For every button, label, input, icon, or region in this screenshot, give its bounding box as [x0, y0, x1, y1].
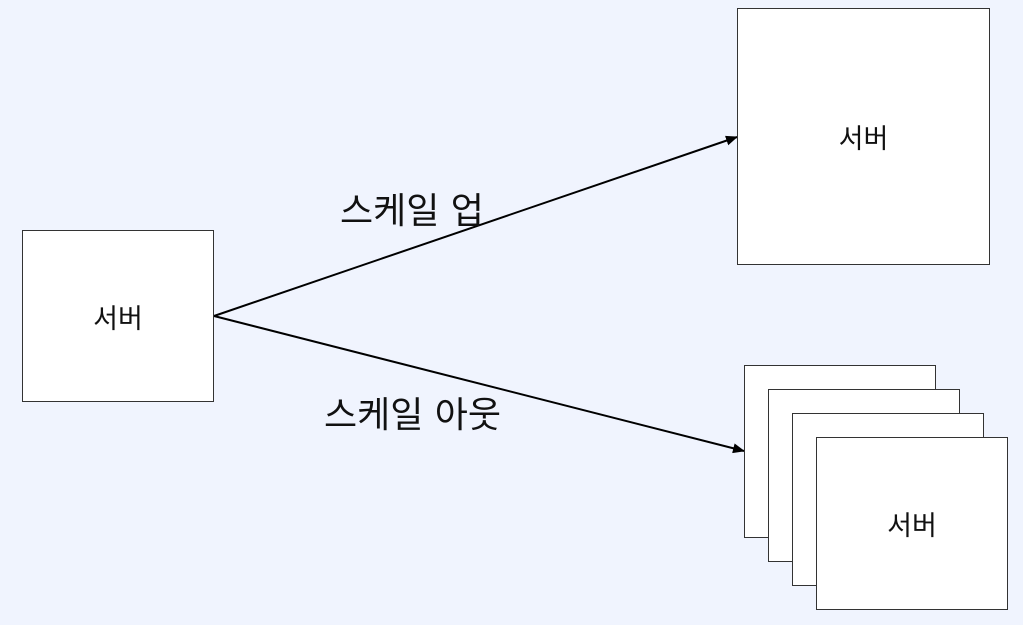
scale-out-server-node-4: 서버 [816, 437, 1008, 610]
scale-out-arrow [213, 315, 745, 454]
scale-out-server-label: 서버 [887, 511, 937, 542]
scale-up-label: 스케일 업 [340, 191, 484, 232]
scale-up-server-node: 서버 [737, 8, 990, 265]
source-server-label: 서버 [93, 303, 143, 335]
scale-up-arrow [213, 135, 738, 317]
source-server-node: 서버 [22, 230, 214, 402]
scale-up-server-label: 서버 [838, 124, 889, 155]
scale-out-label: 스케일 아웃 [324, 395, 502, 436]
